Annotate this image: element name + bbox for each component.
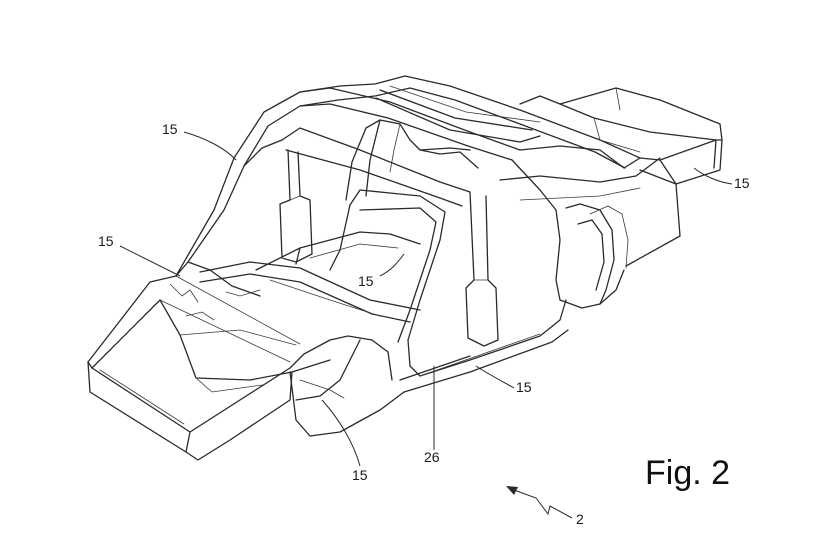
ref-label: 15 (358, 273, 374, 289)
leader-line (183, 131, 237, 161)
leader-line (693, 167, 733, 185)
figure-caption: Fig. 2 (645, 454, 730, 492)
leader-line (119, 245, 181, 277)
leader-line (513, 489, 573, 519)
leader-line (475, 365, 515, 389)
arrow-head-icon (506, 486, 518, 495)
ref-label: 15 (516, 379, 532, 395)
leader-line (321, 399, 361, 467)
ref-label: 15 (352, 467, 368, 483)
ref-label: 26 (424, 449, 440, 465)
reference-labels: 15 15 15 15 15 15 26 2 (98, 121, 750, 527)
ref-label: 15 (98, 233, 114, 249)
leader-line (379, 253, 405, 277)
ref-label: 2 (576, 511, 584, 527)
ref-label: 15 (162, 121, 178, 137)
ref-label: 15 (734, 175, 750, 191)
vehicle-body-structure (87, 75, 723, 461)
